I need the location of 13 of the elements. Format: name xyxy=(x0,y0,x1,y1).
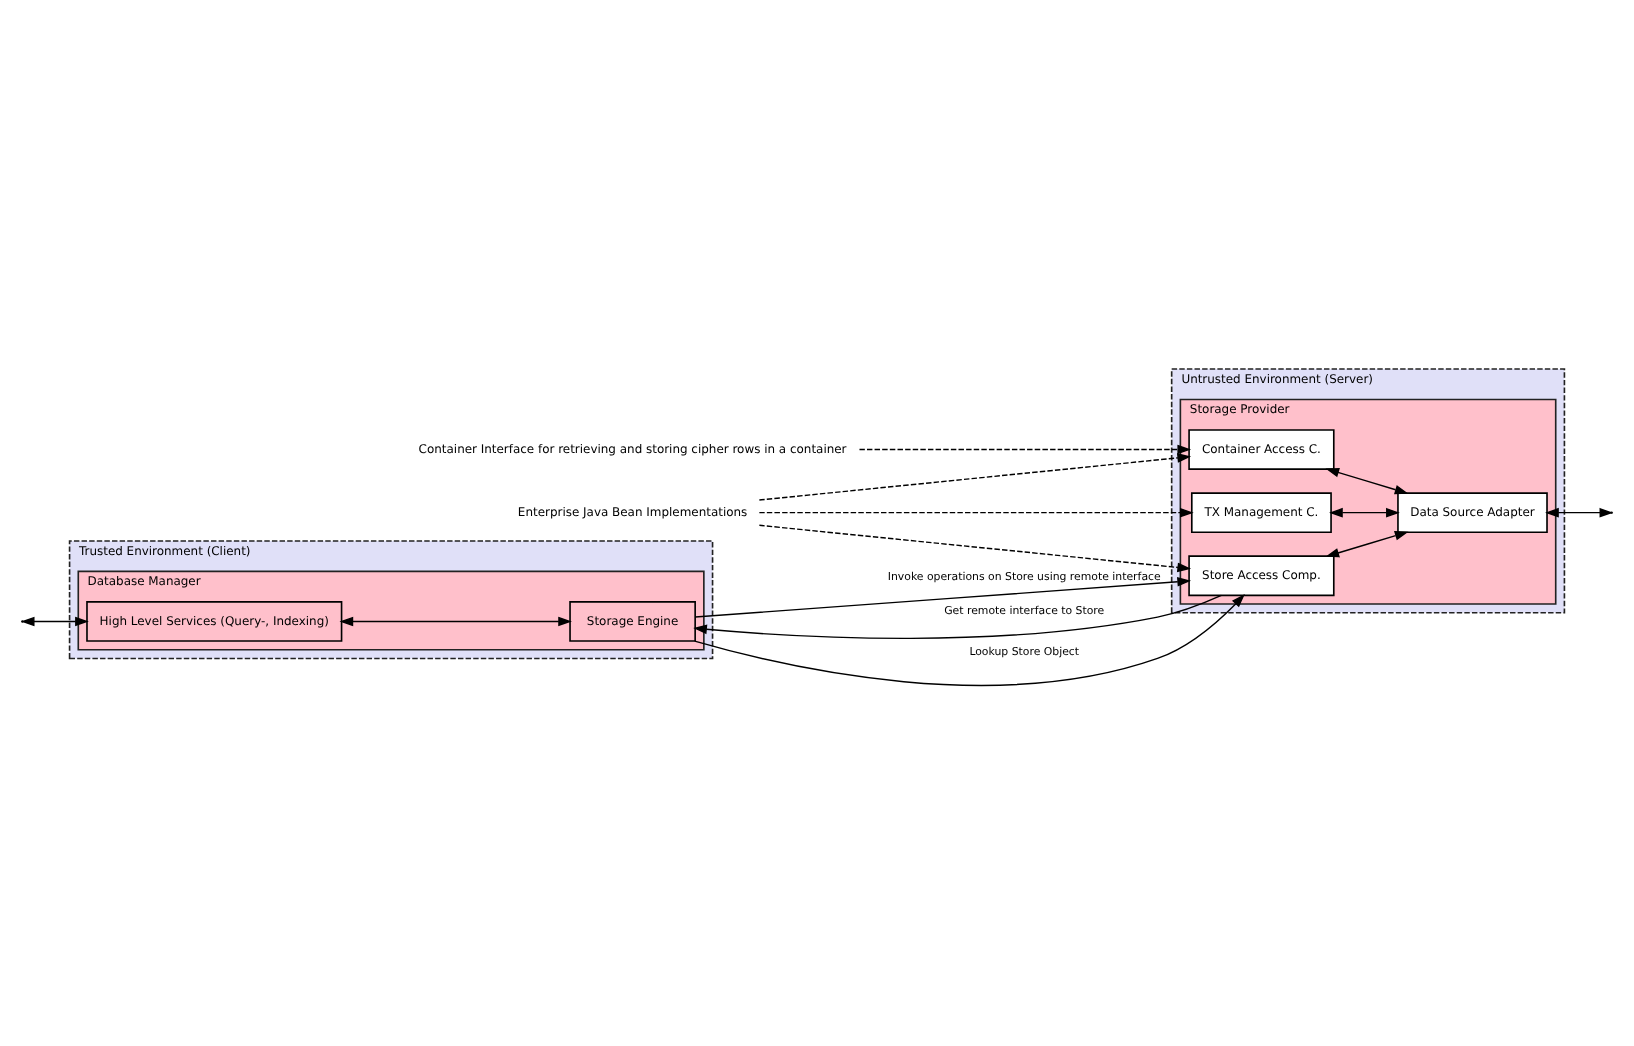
arrow xyxy=(758,453,1192,501)
arrow xyxy=(758,507,1194,518)
arrow xyxy=(694,577,1192,618)
arrow xyxy=(858,444,1192,455)
arrow xyxy=(694,594,1245,687)
arrow xyxy=(1545,507,1614,518)
arrow xyxy=(758,524,1192,573)
arrow xyxy=(1325,467,1409,495)
arrow xyxy=(20,616,89,627)
arrow xyxy=(1325,531,1409,558)
arrow xyxy=(693,594,1223,640)
arrow xyxy=(339,616,572,627)
arrow xyxy=(1329,507,1400,518)
